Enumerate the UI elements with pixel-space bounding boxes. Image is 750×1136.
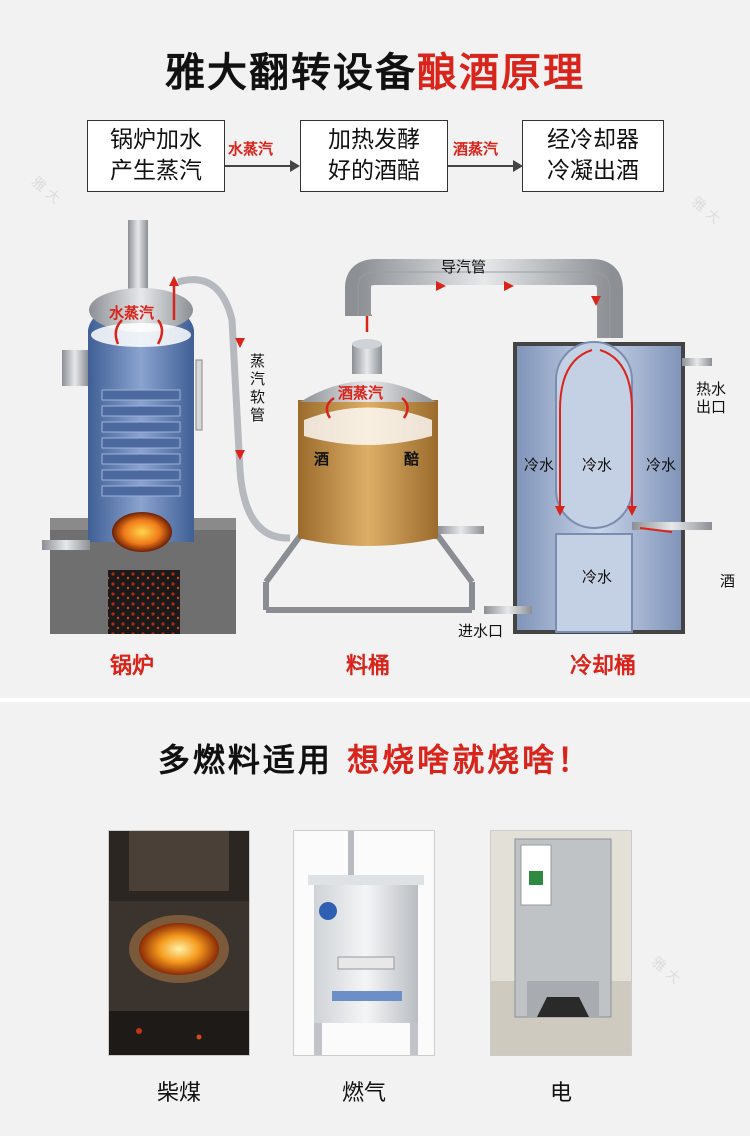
watermark: 雅 大 bbox=[648, 954, 684, 988]
title-black: 雅大翻转设备 bbox=[165, 49, 417, 96]
flow-step-2-line1: 加热发酵 bbox=[328, 127, 420, 153]
flow-step-3-line2: 冷凝出酒 bbox=[547, 158, 639, 184]
flow-step-2: 加热发酵 好的酒醅 bbox=[300, 120, 448, 192]
barrel-caption: 料桶 bbox=[346, 654, 391, 679]
cold-water-label-bottom: 冷水 bbox=[582, 568, 613, 586]
cold-water-label-right: 冷水 bbox=[646, 456, 677, 474]
barrel-label-right: 醅 bbox=[404, 450, 420, 468]
electric-caption: 电 bbox=[549, 1081, 572, 1106]
flow-label-2: 酒蒸汽 bbox=[453, 140, 499, 158]
coal-fire-image bbox=[109, 831, 249, 1055]
fuel-heading-red: 想烧啥就烧啥！ bbox=[347, 741, 593, 779]
section-divider bbox=[0, 698, 750, 702]
equipment-diagram: 水蒸汽 蒸 汽 软 管 导汽管 酒蒸汽 酒 醅 冷水 冷水 冷水 冷水 热水 出… bbox=[0, 210, 750, 700]
hose-label-char: 软 bbox=[250, 388, 266, 406]
hot-water-outlet-line2: 出口 bbox=[696, 398, 727, 416]
cold-water-label-left: 冷水 bbox=[524, 456, 555, 474]
flow-arrow-1 bbox=[225, 165, 291, 167]
hose-label-char: 蒸 bbox=[250, 352, 266, 370]
flow-step-1: 锅炉加水 产生蒸汽 bbox=[87, 120, 225, 192]
flow-step-1-line2: 产生蒸汽 bbox=[110, 158, 202, 184]
wine-outlet-label: 酒 bbox=[720, 572, 736, 590]
watermark: 雅 大 bbox=[28, 174, 64, 208]
equipment-illustration bbox=[42, 220, 712, 634]
electric-boiler-image bbox=[491, 831, 631, 1055]
flow-label-1: 水蒸汽 bbox=[228, 140, 274, 158]
cold-water-label-center: 冷水 bbox=[582, 456, 613, 474]
flow-step-3: 经冷却器 冷凝出酒 bbox=[522, 120, 664, 192]
title-red: 酿酒原理 bbox=[417, 49, 585, 96]
flow-step-3-line1: 经冷却器 bbox=[547, 127, 639, 153]
flow-step-1-line1: 锅炉加水 bbox=[110, 127, 202, 153]
barrel-label-left: 酒 bbox=[314, 450, 330, 468]
electric-fuel-photo bbox=[490, 830, 632, 1056]
boiler-steam-label: 水蒸汽 bbox=[109, 304, 155, 322]
page-title: 雅大翻转设备酿酒原理 bbox=[0, 40, 750, 98]
hose-label-char: 管 bbox=[250, 406, 266, 424]
gas-fuel-photo bbox=[293, 830, 435, 1056]
fuel-heading-black: 多燃料适用 bbox=[157, 741, 333, 779]
flow-arrow-1-head bbox=[290, 160, 300, 172]
barrel-steam-label: 酒蒸汽 bbox=[338, 384, 384, 402]
flow-arrow-2-head bbox=[513, 160, 523, 172]
hot-water-outlet-line1: 热水 bbox=[696, 380, 727, 398]
flow-arrow-2 bbox=[448, 165, 514, 167]
water-inlet-label: 进水口 bbox=[458, 622, 504, 640]
gas-boiler-image bbox=[294, 831, 434, 1055]
guide-pipe-label: 导汽管 bbox=[441, 258, 487, 276]
coal-fuel-photo bbox=[108, 830, 250, 1056]
gas-caption: 燃气 bbox=[341, 1081, 386, 1106]
coal-caption: 柴煤 bbox=[156, 1081, 201, 1106]
fuel-heading: 多燃料适用 想烧啥就烧啥！ bbox=[0, 735, 750, 781]
hot-water-outlet-label: 热水 出口 bbox=[696, 380, 726, 416]
cooler-caption: 冷却桶 bbox=[570, 654, 637, 679]
hose-label: 蒸 汽 软 管 bbox=[250, 352, 268, 424]
flow-step-2-line2: 好的酒醅 bbox=[328, 158, 420, 184]
boiler-caption: 锅炉 bbox=[110, 654, 155, 679]
hose-label-char: 汽 bbox=[250, 370, 266, 388]
